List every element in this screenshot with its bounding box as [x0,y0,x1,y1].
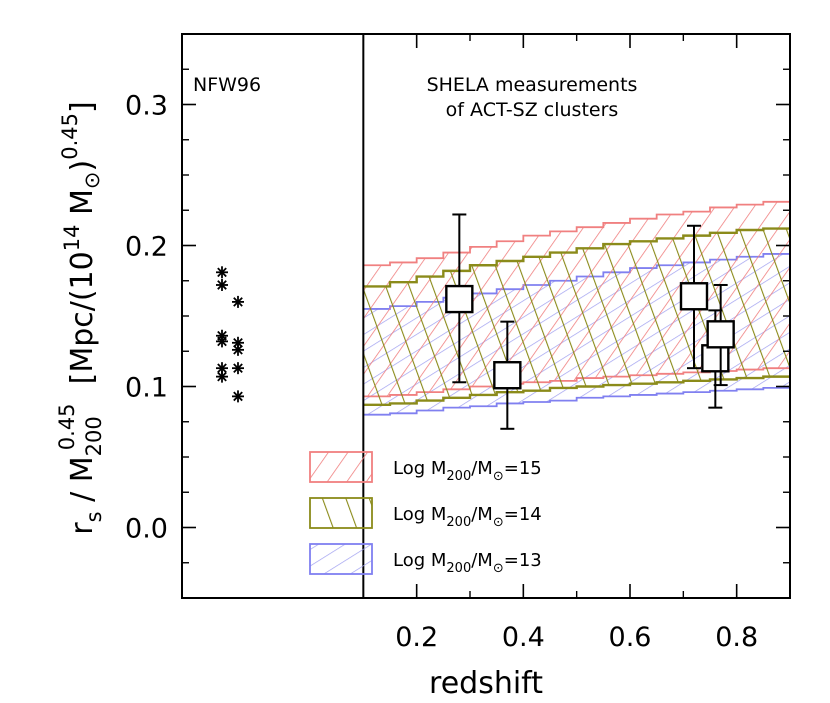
x-axis-title: redshift [429,666,543,701]
x-tick-label: 0.2 [395,622,438,653]
nfw96-asterisk-point [216,335,228,348]
asterisk-stroke [217,363,227,374]
measurement-square [679,282,709,311]
axis-ticks: 0.2 0.4 0.6 0.8 0.0 0.1 0.2 0.3 [125,34,790,653]
measurement-point [706,283,735,387]
legend-item: Log M200/M⊙=14 [309,497,542,530]
asterisk-stroke [233,391,243,402]
band-hatch-fill [363,227,790,405]
measurement-point [445,213,474,384]
legend-label: Log M200/M⊙=13 [393,550,542,576]
measurement-square [445,284,474,314]
annotation-nfw96: NFW96 [193,74,261,96]
band-lower-edge [363,386,790,416]
legend-item: Log M200/M⊙=13 [309,543,542,576]
annotation-shela-line2: of ACT-SZ clusters [446,99,619,121]
asterisk-stroke [233,345,243,355]
measurement-square [706,320,735,349]
legend-label: Log M200/M⊙=15 [393,458,542,484]
nfw96-asterisk-point [232,295,244,308]
nfw96-asterisk-point [232,362,244,375]
nfw96-points [216,266,244,403]
uncertainty-bands [363,200,790,416]
x-tick-label: 0.6 [609,622,652,653]
legend-label: Log M200/M⊙=14 [393,504,542,530]
y-axis-title: rs / M2000.45 [Mpc/(1014 M⊙)0.45] [55,101,106,534]
y-tick-label: 0.2 [125,232,168,263]
asterisk-stroke [217,336,227,347]
y-tick-label: 0.0 [125,514,168,545]
measurement-point [679,224,709,370]
legend-swatch [309,543,373,575]
nfw96-asterisk-point [216,278,228,291]
asterisk-stroke [217,371,227,382]
nfw96-asterisk-point [216,266,228,279]
measurement-point [493,320,522,430]
legend-item: Log M200/M⊙=15 [309,451,542,484]
nfw96-asterisk-point [232,343,244,356]
x-tick-label: 0.4 [502,622,545,653]
x-tick-label: 0.8 [715,622,758,653]
annotation-shela-line1: SHELA measurements [427,74,638,96]
measurement-square [701,344,730,373]
legend-swatch [309,451,373,483]
band-lower-edge [363,375,790,407]
y-tick-label: 0.1 [125,373,168,404]
asterisk-stroke [233,363,243,374]
band-upper-edge [363,200,790,267]
band-20014-group [363,227,790,407]
asterisk-stroke [233,297,243,307]
nfw96-asterisk-point [232,390,244,403]
measurement-points [445,213,735,430]
measurement-square [493,361,522,390]
nfw96-asterisk-point [216,370,228,383]
asterisk-stroke [233,337,243,348]
legend-swatch [309,497,373,529]
asterisk-stroke [217,280,227,290]
asterisk-stroke [217,267,227,278]
y-tick-label: 0.3 [125,91,168,122]
band-upper-edge [363,227,790,288]
